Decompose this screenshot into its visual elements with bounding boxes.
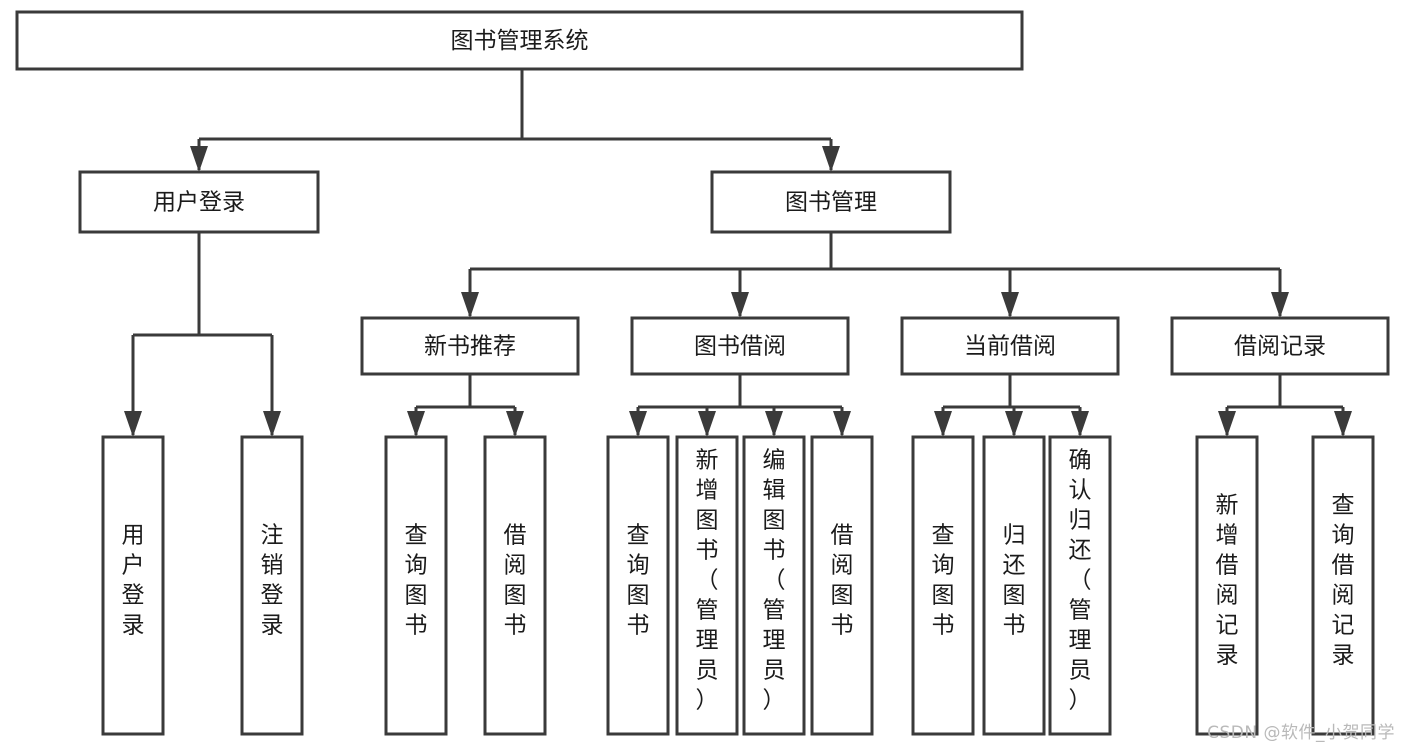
node-leaf-confirm-return[interactable]: 确认归还（管理员） xyxy=(1048,435,1112,736)
node-leaf-user-login[interactable]: 用户登录 xyxy=(101,435,165,736)
arrow-to-leaf-query-book-3 xyxy=(934,411,952,437)
node-box-leaf-add-record xyxy=(1195,435,1259,736)
arrow-to-leaf-query-book-1 xyxy=(407,411,425,437)
node-box-leaf-return-book xyxy=(982,435,1046,736)
arrow-to-leaf-user-login xyxy=(124,411,142,437)
node-borrow-record[interactable]: 借阅记录 xyxy=(1170,316,1390,376)
arrow-to-leaf-query-book-2 xyxy=(629,411,647,437)
node-leaf-add-record[interactable]: 新增借阅记录 xyxy=(1195,435,1259,736)
node-label-leaf-borrow-book-1: 借阅图书 xyxy=(504,523,527,639)
node-box-root xyxy=(15,10,1024,71)
node-leaf-query-record[interactable]: 查询借阅记录 xyxy=(1311,435,1375,736)
node-label-root: 图书管理系统 xyxy=(451,28,589,54)
node-label-leaf-add-book: 新增图书（管理员） xyxy=(696,448,719,714)
node-box-book-manage xyxy=(710,170,952,234)
node-label-new-book-rec: 新书推荐 xyxy=(424,334,516,360)
node-box-leaf-query-book-3 xyxy=(911,435,975,736)
node-box-leaf-borrow-book-2 xyxy=(810,435,874,736)
node-book-manage[interactable]: 图书管理 xyxy=(710,170,952,234)
node-leaf-query-book-1[interactable]: 查询图书 xyxy=(384,435,448,736)
node-leaf-return-book[interactable]: 归还图书 xyxy=(982,435,1046,736)
node-box-leaf-query-book-2 xyxy=(606,435,670,736)
node-label-leaf-query-record: 查询借阅记录 xyxy=(1332,493,1355,669)
node-leaf-query-book-3[interactable]: 查询图书 xyxy=(911,435,975,736)
node-box-leaf-edit-book xyxy=(742,435,806,736)
node-box-leaf-user-login xyxy=(101,435,165,736)
node-root[interactable]: 图书管理系统 xyxy=(15,10,1024,71)
arrow-to-leaf-add-record xyxy=(1218,411,1236,437)
node-label-leaf-confirm-return: 确认归还（管理员） xyxy=(1069,448,1092,714)
arrow-to-leaf-return-book xyxy=(1005,411,1023,437)
arrow-to-leaf-borrow-book-1 xyxy=(506,411,524,437)
watermark-label: CSDN @软件_小贺同学 xyxy=(1207,723,1395,743)
node-layer: 图书管理系统用户登录图书管理新书推荐图书借阅当前借阅借阅记录用户登录注销登录查询… xyxy=(15,10,1390,736)
node-box-leaf-query-book-1 xyxy=(384,435,448,736)
node-leaf-query-book-2[interactable]: 查询图书 xyxy=(606,435,670,736)
node-box-leaf-query-record xyxy=(1311,435,1375,736)
node-label-borrow-record: 借阅记录 xyxy=(1234,334,1326,360)
node-new-book-rec[interactable]: 新书推荐 xyxy=(360,316,580,376)
node-leaf-borrow-book-2[interactable]: 借阅图书 xyxy=(810,435,874,736)
node-label-leaf-return-book: 归还图书 xyxy=(1003,523,1026,639)
node-box-leaf-logout xyxy=(240,435,304,736)
node-label-current-borrow: 当前借阅 xyxy=(964,334,1056,360)
arrow-to-book-borrow xyxy=(731,292,749,318)
node-leaf-add-book[interactable]: 新增图书（管理员） xyxy=(675,435,739,736)
arrow-to-borrow-record xyxy=(1271,292,1289,318)
node-current-borrow[interactable]: 当前借阅 xyxy=(900,316,1120,376)
arrow-to-leaf-logout xyxy=(263,411,281,437)
node-box-borrow-record xyxy=(1170,316,1390,376)
arrow-to-leaf-edit-book xyxy=(765,411,783,437)
node-leaf-logout[interactable]: 注销登录 xyxy=(240,435,304,736)
node-label-book-borrow: 图书借阅 xyxy=(694,334,786,360)
node-label-leaf-add-record: 新增借阅记录 xyxy=(1216,493,1239,669)
node-box-leaf-add-book xyxy=(675,435,739,736)
node-box-current-borrow xyxy=(900,316,1120,376)
connector-layer xyxy=(124,69,1352,437)
node-label-leaf-logout: 注销登录 xyxy=(261,523,284,639)
arrow-to-book-manage xyxy=(822,146,840,172)
node-box-user-login xyxy=(78,170,320,234)
node-label-leaf-query-book-2: 查询图书 xyxy=(627,523,650,639)
arrow-to-user-login xyxy=(190,146,208,172)
node-box-leaf-borrow-book-1 xyxy=(483,435,547,736)
node-label-book-manage: 图书管理 xyxy=(785,190,877,216)
node-label-user-login: 用户登录 xyxy=(153,190,245,216)
node-label-leaf-query-book-3: 查询图书 xyxy=(932,523,955,639)
node-label-leaf-query-book-1: 查询图书 xyxy=(405,523,428,639)
node-box-new-book-rec xyxy=(360,316,580,376)
arrow-to-leaf-borrow-book-2 xyxy=(833,411,851,437)
node-user-login[interactable]: 用户登录 xyxy=(78,170,320,234)
arrow-to-current-borrow xyxy=(1001,292,1019,318)
arrow-to-leaf-query-record xyxy=(1334,411,1352,437)
arrow-to-leaf-confirm-return xyxy=(1071,411,1089,437)
node-box-book-borrow xyxy=(630,316,850,376)
node-leaf-borrow-book-1[interactable]: 借阅图书 xyxy=(483,435,547,736)
arrow-to-new-book-rec xyxy=(461,292,479,318)
node-leaf-edit-book[interactable]: 编辑图书（管理员） xyxy=(742,435,806,736)
node-label-leaf-borrow-book-2: 借阅图书 xyxy=(831,523,854,639)
arrow-to-leaf-add-book xyxy=(698,411,716,437)
node-label-leaf-edit-book: 编辑图书（管理员） xyxy=(763,448,786,714)
node-box-leaf-confirm-return xyxy=(1048,435,1112,736)
node-label-leaf-user-login: 用户登录 xyxy=(122,523,145,639)
node-book-borrow[interactable]: 图书借阅 xyxy=(630,316,850,376)
